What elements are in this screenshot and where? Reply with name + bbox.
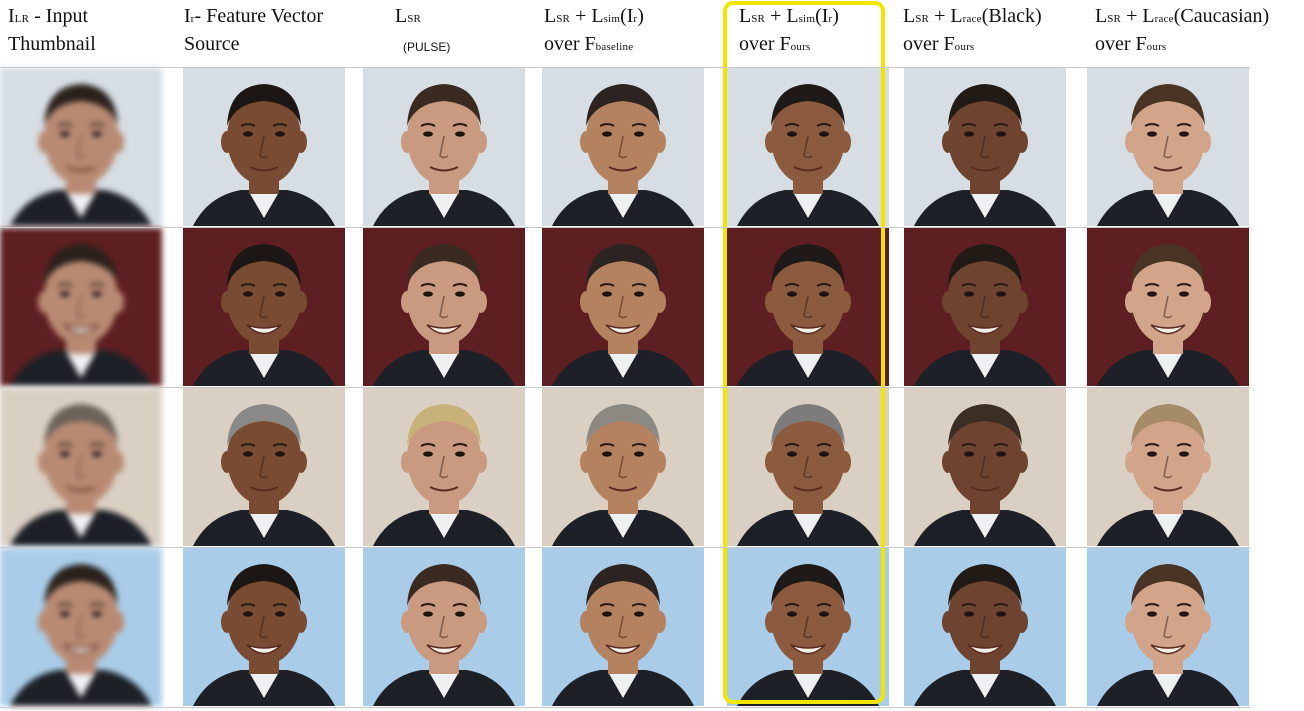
row-separator: [0, 547, 1250, 548]
header-line-1: LSR: [395, 5, 422, 27]
column-header-3: LSR (PULSE): [395, 4, 450, 60]
face-image-r4-c7: [1087, 548, 1249, 706]
face-image-r4-c2: [183, 548, 345, 706]
header-line-1: LSR + Lrace(Black): [903, 5, 1042, 27]
column-header-6: LSR + Lrace(Black) over Fours: [903, 4, 1042, 60]
row-separator: [0, 227, 1250, 228]
face-image-r4-c1: [0, 548, 162, 706]
face-image-r3-c7: [1087, 388, 1249, 546]
face-image-r2-c5: [727, 228, 889, 386]
header-line-1: LSR + Lsim(Ir): [544, 5, 644, 27]
face-image-r2-c4: [542, 228, 704, 386]
face-image-r3-c5: [727, 388, 889, 546]
header-line-2: (PULSE): [403, 40, 451, 54]
face-image-r3-c4: [542, 388, 704, 546]
header-line-1: LSR + Lsim(Ir): [739, 5, 839, 27]
face-image-r1-c5: [727, 68, 889, 226]
face-image-r4-c6: [904, 548, 1066, 706]
row-separator: [0, 387, 1250, 388]
header-line-2: Thumbnail: [8, 33, 96, 55]
header-line-2: over Fours: [903, 33, 975, 55]
header-line-1: Ir- Feature Vector: [184, 5, 324, 27]
face-image-r3-c1: [0, 388, 162, 546]
face-image-r2-c7: [1087, 228, 1249, 386]
face-image-r1-c3: [363, 68, 525, 226]
face-image-r1-c1: [0, 68, 162, 226]
header-line-1: LSR + Lrace(Caucasian): [1095, 5, 1270, 27]
face-image-r3-c3: [363, 388, 525, 546]
face-image-r2-c6: [904, 228, 1066, 386]
face-image-r1-c6: [904, 68, 1066, 226]
face-image-r2-c3: [363, 228, 525, 386]
face-image-r2-c2: [183, 228, 345, 386]
column-header-5: LSR + Lsim(Ir) over Fours: [739, 4, 839, 60]
face-image-r2-c1: [0, 228, 162, 386]
header-line-2: over Fours: [739, 33, 811, 55]
column-header-4: LSR + Lsim(Ir) over Fbaseline: [544, 4, 644, 60]
face-image-r1-c4: [542, 68, 704, 226]
header-line-1: ILR - Input: [8, 5, 89, 27]
face-image-r3-c2: [183, 388, 345, 546]
face-image-r4-c5: [727, 548, 889, 706]
row-separator: [0, 67, 1250, 68]
header-line-2: over Fbaseline: [544, 33, 634, 55]
row-separator: [0, 707, 1250, 708]
face-image-r3-c6: [904, 388, 1066, 546]
header-line-2: over Fours: [1095, 33, 1167, 55]
face-image-r4-c4: [542, 548, 704, 706]
header-line-2: Source: [184, 33, 240, 55]
face-image-r1-c7: [1087, 68, 1249, 226]
column-header-7: LSR + Lrace(Caucasian) over Fours: [1095, 4, 1269, 60]
face-image-r1-c2: [183, 68, 345, 226]
face-image-r4-c3: [363, 548, 525, 706]
